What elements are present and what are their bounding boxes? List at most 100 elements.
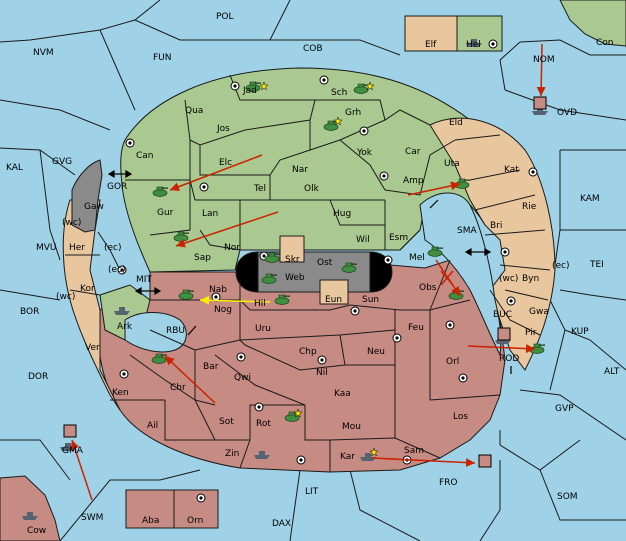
label-kar: Kar [340,452,355,462]
label-can: Can [136,151,154,161]
army-unit [427,246,443,257]
army-unit [178,289,194,300]
label-yok: Yok [356,148,373,158]
label-gur: Gur [157,208,174,218]
label-kam: KAM [580,194,600,204]
label-lit: LIT [305,487,319,497]
label-ec-kor: (ec) [108,265,126,275]
label-sma: SMA [457,226,477,236]
label-nom: NOM [533,55,555,65]
army-unit [261,273,277,284]
label-gma: GMA [62,446,84,456]
label-mvu: MVU [36,243,57,253]
label-fun: FUN [153,53,172,63]
star-markers [259,81,379,457]
label-hil: Hil [254,299,266,309]
label-sam: Sam [404,446,424,456]
label-gvg: GVG [52,157,72,167]
label-kal: KAL [6,163,23,173]
label-kor: Kor [80,284,95,294]
label-amp: Amp [403,176,424,186]
label-nog: Nog [214,305,232,315]
label-sun: Sun [362,295,379,305]
province-orn[interactable] [173,489,219,529]
label-wc-her: (wc) [62,218,81,228]
label-ec-byn: (ec) [552,261,570,271]
province-cow[interactable] [0,475,61,541]
label-obs: Obs [419,283,437,293]
label-elc: Elc [219,158,232,168]
label-alt: ALT [604,367,620,377]
label-uta: Uta [444,159,460,169]
label-rot: Rot [256,419,271,429]
label-nil: Nil [316,368,328,378]
province-gaw[interactable] [71,159,103,233]
label-mou: Mou [342,422,361,432]
label-her: Her [69,243,85,253]
label-som: SOM [557,492,578,502]
label-mit: MIT [136,275,152,285]
label-bor: BOR [20,307,39,317]
label-ken: Ken [112,388,129,398]
supply-centers [117,39,538,503]
label-nvm: NVM [33,48,54,58]
passage-arrows [107,169,512,374]
label-kaa: Kaa [334,389,351,399]
label-swm: SWM [81,513,103,523]
label-nor: Nor [224,243,240,253]
label-rie: Rie [522,202,537,212]
fleet-unit [466,39,482,47]
label-nar: Nar [292,165,308,175]
label-elf: Elf [425,40,437,50]
label-los: Los [453,412,468,422]
east-borders [454,134,551,336]
label-chr: Chr [170,383,186,393]
label-neu: Neu [367,347,385,357]
label-cob: COB [303,44,323,54]
failed-order-cross [440,270,454,286]
province-elf[interactable] [404,15,458,52]
label-tei: TEI [589,260,604,270]
label-jos: Jos [216,124,230,134]
label-nab: Nab [209,285,227,295]
label-con: Con [596,38,614,48]
label-eun: Eun [325,295,342,305]
label-esm: Esm [389,233,408,243]
label-hel: Hel [466,40,481,50]
label-jad: Jad [242,86,257,96]
label-rod: ROD [499,354,519,364]
label-wil: Wil [356,235,370,245]
label-dor: DOR [28,372,48,382]
label-gor: GOR [107,182,127,192]
south-borders [110,259,501,472]
label-car: Car [405,147,421,157]
label-aba: Aba [142,516,159,526]
map-labels: POL NVM FUN COB NOM Con Elf Hel OVD KAL … [6,12,620,536]
label-orl: Orl [446,357,459,367]
label-ost: Ost [317,258,333,268]
label-hug: Hug [333,209,351,219]
label-gvp: GVP [555,404,574,414]
army-unit [152,186,168,197]
label-kup: KUP [571,327,589,337]
label-chp: Chp [299,347,317,357]
label-wc-byn: (wc) [499,274,518,284]
west-borders [65,231,121,296]
army-unit [323,120,339,131]
retreat-boxes [63,96,547,468]
province-con[interactable] [559,0,626,47]
label-wc-kor: (wc) [56,292,75,302]
region-east-tan [429,117,556,371]
move-orders [70,43,546,501]
label-sot: Sot [219,417,234,427]
label-pir: Pir [525,328,537,338]
label-uru: Uru [255,324,271,334]
label-ovd: OVD [557,108,577,118]
province-aba[interactable] [125,489,175,529]
label-zin: Zin [225,449,239,459]
fleet-unit [254,451,270,459]
label-fro: FRO [439,478,458,488]
label-web: Web [285,273,305,283]
label-olk: Olk [304,184,320,194]
